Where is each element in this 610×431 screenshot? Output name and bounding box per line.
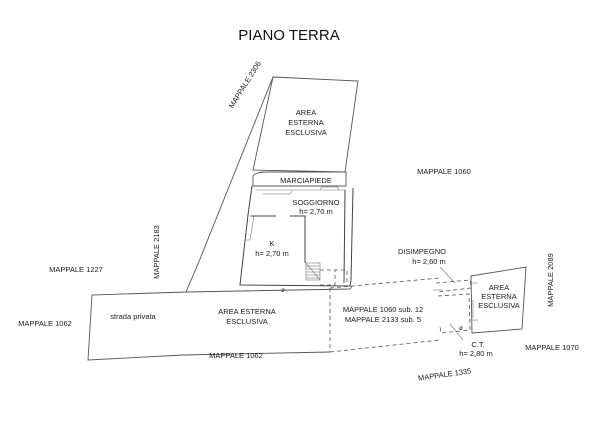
area-bottom-top-edge (185, 285, 353, 293)
mappale-1227-label: MAPPALE 1227 (49, 265, 103, 274)
area-top-label-3: ESCLUSIVA (285, 128, 327, 137)
k-height: h= 2,70 m (255, 249, 289, 258)
ct-height: h= 2,80 m (459, 349, 493, 358)
mappale-sub-line-1: MAPPALE 1060 sub. 12 (343, 305, 423, 314)
sub-boundary-bottom (329, 339, 441, 353)
area-right-boundary (470, 266, 527, 334)
soggiorno-height: h= 2,70 m (299, 207, 333, 216)
wall-detail (263, 190, 293, 195)
plan-title: PIANO TERRA (238, 27, 339, 44)
area-right-label-1: AREA (489, 283, 509, 292)
mappale-1062-bottom-label: MAPPALE 1062 (209, 351, 263, 360)
disimpegno-height: h= 2,60 m (412, 257, 446, 266)
ct-leader (449, 323, 464, 341)
area-top-label-1: AREA (296, 108, 316, 117)
area-top-label-2: ESTERNA (288, 118, 323, 127)
building-outer-wall (239, 185, 354, 287)
area-right-label-2: ESTERNA (481, 292, 516, 301)
chimney-symbol-ct: ø (459, 326, 463, 332)
window-top (319, 186, 339, 191)
staircase (305, 262, 321, 281)
strada-privata-label: strada privata (110, 312, 156, 321)
mappale-1062-left-label: MAPPALE 1062 (18, 319, 72, 328)
stair-under-outline (320, 269, 348, 284)
marciapiede-label: MARCIAPIEDE (280, 176, 332, 185)
area-right-label-3: ESCLUSIVA (478, 301, 520, 310)
marciapiede-boundary (252, 171, 347, 187)
mappale-2306-label: MAPPALE 2306 (227, 60, 263, 110)
soggiorno-name: SOGGIORNO (292, 198, 339, 207)
ct-name: C.T. (471, 340, 484, 349)
chimney-symbol-k: ø (281, 288, 285, 294)
mappale-1060-label: MAPPALE 1060 (417, 167, 471, 176)
mappale-2089-label: MAPPALE 2089 (546, 253, 555, 307)
strada-privata-boundary (87, 76, 331, 361)
mappale-1070-label: MAPPALE 1070 (525, 343, 579, 352)
k-name: K (269, 239, 274, 248)
sub-boundary-top (329, 277, 441, 289)
mappale-sub-line-2: MAPPALE 2133 sub. 5 (345, 315, 421, 324)
disimpegno-leader (439, 266, 456, 284)
partition-k-right (290, 215, 306, 263)
mappale-1335-label: MAPPALE 1335 (417, 366, 471, 382)
wall-right (343, 189, 346, 284)
area-bottom-label-2: ESCLUSIVA (226, 317, 268, 326)
area-bottom-label-1: AREA ESTERNA (218, 307, 276, 316)
mappale-2183-label: MAPPALE 2183 (152, 225, 161, 279)
sub-boundary-notch (320, 270, 336, 286)
disimpegno-name: DISIMPEGNO (398, 247, 446, 256)
